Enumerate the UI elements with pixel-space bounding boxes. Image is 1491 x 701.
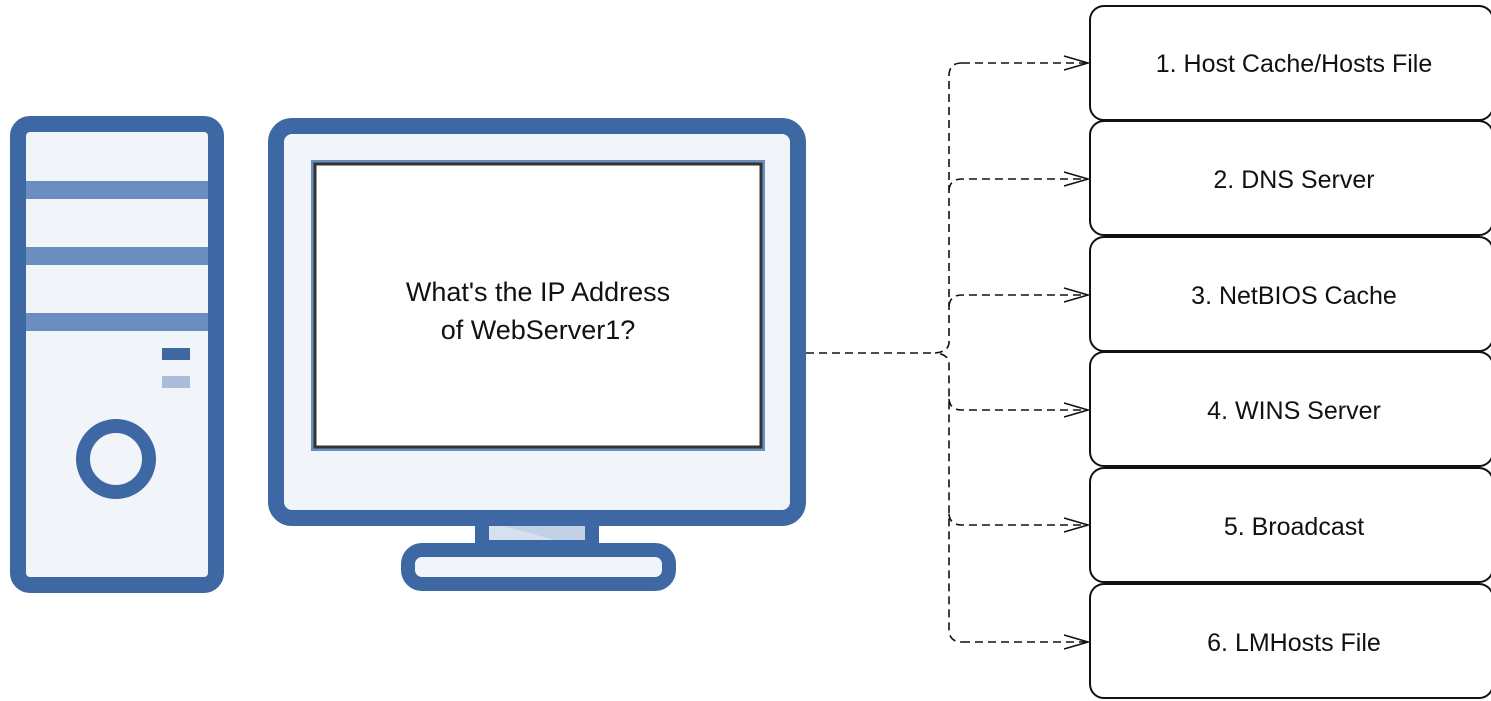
question-line-2: of WebServer1? — [441, 315, 636, 345]
resolution-step: 3. NetBIOS Cache — [1089, 236, 1491, 352]
resolution-step-label: 4. WINS Server — [1207, 397, 1381, 425]
arrow-head-icon — [1063, 171, 1091, 187]
arrow-head-icon — [1063, 287, 1091, 303]
arrow-heads — [1063, 55, 1091, 650]
monitor-icon — [268, 118, 806, 591]
desktop-tower-icon — [10, 116, 224, 593]
resolution-step: 1. Host Cache/Hosts File — [1089, 5, 1491, 121]
resolution-step-label: 1. Host Cache/Hosts File — [1156, 50, 1433, 78]
question-line-1: What's the IP Address — [406, 277, 670, 307]
resolution-step: 6. LMHosts File — [1089, 583, 1491, 699]
resolution-step-label: 2. DNS Server — [1213, 166, 1374, 194]
arrow-head-icon — [1063, 55, 1091, 71]
arrow-head-icon — [1063, 517, 1091, 533]
resolution-step-label: 5. Broadcast — [1224, 513, 1364, 541]
resolution-step: 5. Broadcast — [1089, 467, 1491, 583]
arrow-head-icon — [1063, 402, 1091, 418]
power-button-icon — [76, 419, 156, 499]
drive-light-icon — [162, 376, 190, 388]
resolution-step: 4. WINS Server — [1089, 351, 1491, 467]
resolution-step: 2. DNS Server — [1089, 120, 1491, 236]
resolution-step-label: 6. LMHosts File — [1207, 629, 1381, 657]
drive-light-icon — [162, 348, 190, 360]
dashed-connector — [806, 62, 1086, 643]
monitor-screen — [313, 162, 763, 449]
resolution-step-label: 3. NetBIOS Cache — [1191, 282, 1397, 310]
arrow-head-icon — [1063, 634, 1091, 650]
